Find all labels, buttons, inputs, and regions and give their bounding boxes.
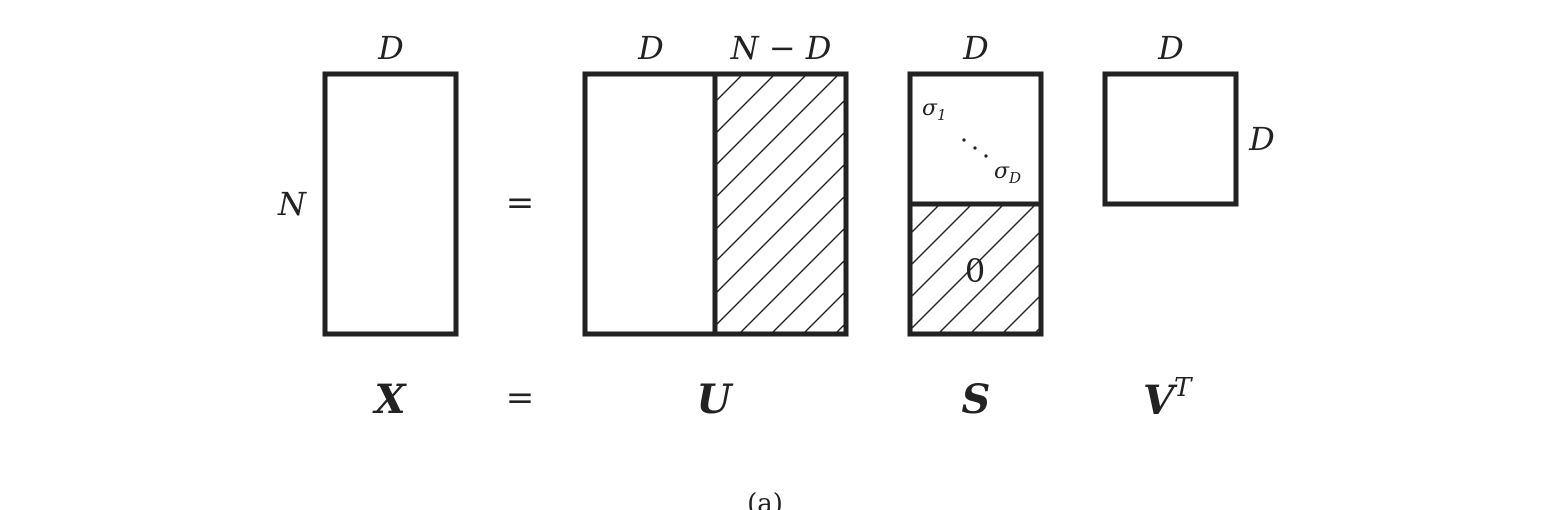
hatch-line <box>715 74 776 135</box>
x-col-label: D <box>377 29 404 67</box>
hatch-line <box>715 74 840 199</box>
equals-sign-bottom: = <box>506 378 535 418</box>
vt-matrix-box <box>1102 71 1239 207</box>
hatch-line <box>714 204 844 334</box>
hatch-line <box>355 74 615 334</box>
u-matrix-name: U <box>697 376 734 423</box>
s-col-label: D <box>962 29 989 67</box>
hatch-line <box>323 74 583 334</box>
u-hatched-region <box>227 74 846 334</box>
zero-block-label: 0 <box>965 252 985 290</box>
hatch-line <box>937 230 1041 334</box>
hatch-line <box>910 204 973 267</box>
hatch-line <box>910 204 1005 299</box>
x-matrix-box <box>322 71 459 337</box>
hatch-line <box>910 204 941 235</box>
diagonal-dots <box>962 138 988 158</box>
hatch-line <box>715 162 846 295</box>
x-row-label: N <box>277 185 307 223</box>
u-right-col-label: N − D <box>730 29 832 67</box>
figure-caption: (a) <box>747 489 783 510</box>
hatch-line <box>969 262 1041 334</box>
vt-col-label: D <box>1157 29 1184 67</box>
hatch-line <box>770 258 846 334</box>
sigma-first: σ1 <box>922 96 947 124</box>
s-hatched-region <box>682 204 1041 334</box>
hatch-line <box>715 194 846 327</box>
hatch-line <box>738 226 846 334</box>
vt-matrix-name: VT <box>1143 373 1193 424</box>
vt-row-label: D <box>1248 120 1275 158</box>
hatch-line <box>1033 326 1041 334</box>
hatch-line <box>910 204 1037 331</box>
u-left-col-label: D <box>637 29 664 67</box>
hatch-line <box>227 74 487 334</box>
hatch-line <box>715 74 808 167</box>
hatch-line <box>682 204 812 334</box>
sigma-last: σD <box>994 159 1021 187</box>
hatch-line <box>1001 294 1041 334</box>
hatch-line <box>715 98 846 231</box>
hatch-line <box>746 204 876 334</box>
x-matrix-name: X <box>371 376 407 423</box>
s-matrix-name: S <box>962 376 991 423</box>
hatch-line <box>715 130 846 263</box>
hatch-line <box>451 74 711 334</box>
hatch-line <box>778 204 908 334</box>
equals-sign-top: = <box>506 183 535 223</box>
